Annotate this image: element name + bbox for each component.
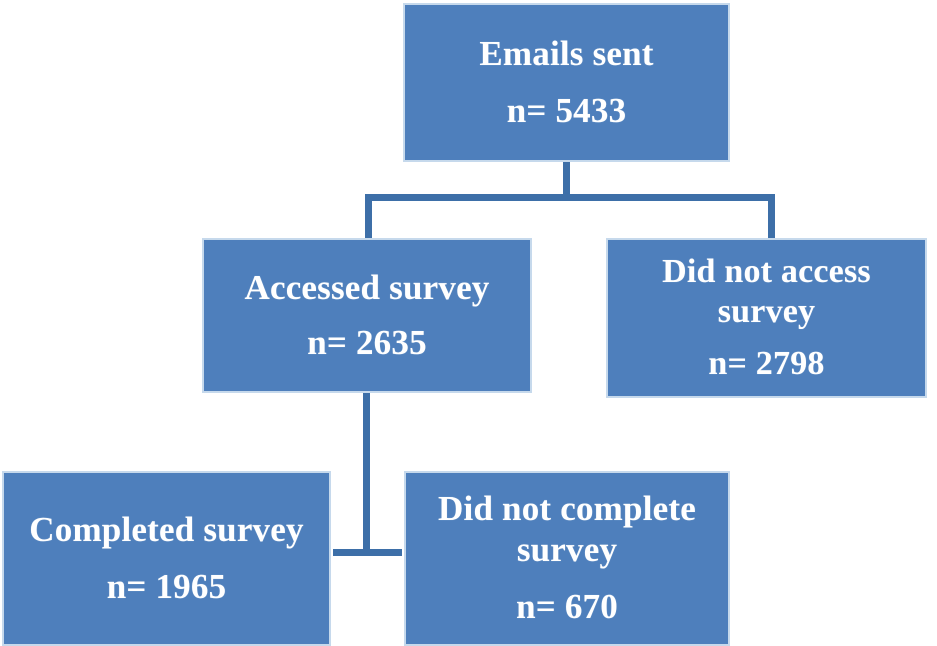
- flow-node-label: Did not access survey: [662, 252, 871, 330]
- connector-emails-sent-stem: [563, 162, 570, 200]
- connector-drop-to-accessed: [365, 194, 372, 240]
- flow-node-count: n= 2635: [307, 322, 427, 362]
- flow-node-label: Accessed survey: [244, 267, 490, 307]
- flow-node-count: n= 670: [516, 586, 618, 626]
- flow-node-did-not-access-survey: Did not access survey n= 2798: [606, 238, 927, 398]
- flow-node-label: Completed survey: [29, 509, 304, 549]
- connector-drop-to-not-accessed: [768, 194, 775, 240]
- flow-node-emails-sent: Emails sent n= 5433: [403, 3, 730, 162]
- flow-node-label: Did not complete survey: [438, 489, 696, 570]
- flow-node-count: n= 2798: [708, 345, 825, 383]
- connector-horizontal-bus: [365, 194, 775, 201]
- flow-node-count: n= 5433: [506, 90, 627, 130]
- flow-node-label: Emails sent: [479, 33, 654, 73]
- connector-accessed-survey-stem: [363, 393, 370, 556]
- flow-node-accessed-survey: Accessed survey n= 2635: [202, 238, 532, 393]
- flow-node-count: n= 1965: [106, 566, 227, 606]
- flow-node-completed-survey: Completed survey n= 1965: [2, 471, 331, 646]
- flow-node-did-not-complete-survey: Did not complete survey n= 670: [404, 471, 730, 646]
- connector-bottom-bar: [333, 549, 402, 556]
